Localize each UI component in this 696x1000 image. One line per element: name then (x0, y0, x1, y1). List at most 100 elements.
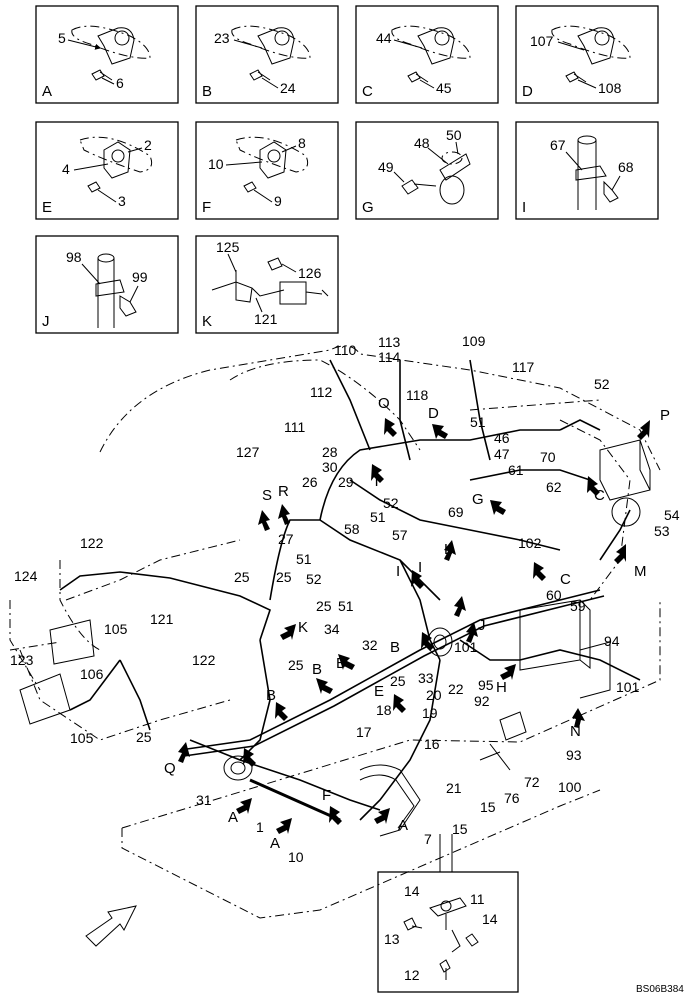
callout-3: 3 (118, 193, 126, 209)
arrow-letter-g: G (472, 491, 484, 508)
arrow-letter-b: B (266, 687, 276, 704)
callout-122: 122 (192, 652, 216, 668)
callout-31: 31 (196, 792, 212, 808)
callout-100: 100 (558, 779, 582, 795)
callout-46: 46 (494, 430, 510, 446)
detail-view-i: 67 68 I (515, 121, 659, 220)
callout-19: 19 (422, 705, 438, 721)
callout-94: 94 (604, 633, 620, 649)
callout-67: 67 (550, 137, 566, 153)
callout-117: 117 (512, 359, 535, 375)
callout-121: 121 (150, 611, 174, 627)
callout-68: 68 (618, 159, 634, 175)
callout-111: 111 (284, 419, 305, 435)
view-label-j: J (42, 313, 50, 330)
callout-99: 99 (132, 269, 148, 285)
arrow-letter-a: A (228, 809, 238, 826)
callout-52: 52 (594, 376, 610, 392)
callout-51: 51 (370, 509, 386, 525)
callout-30: 30 (322, 459, 338, 475)
callout-95: 95 (478, 677, 494, 693)
arrow-letter-b: B (312, 661, 322, 678)
callout-109: 109 (462, 333, 486, 349)
arrow-letter-t: T (372, 473, 381, 490)
arrow-letter-r: R (278, 483, 289, 500)
callout-47: 47 (494, 446, 510, 462)
callout-14: 14 (404, 883, 420, 899)
view-label-d: D (522, 83, 533, 100)
callout-52: 52 (306, 571, 322, 587)
arrow-letter-o: O (378, 395, 390, 412)
arrow-letter-j: J (478, 617, 486, 634)
callout-70: 70 (540, 449, 556, 465)
callout-1: 1 (256, 819, 264, 835)
callout-8: 8 (298, 135, 306, 151)
arrow-letter-k: K (298, 619, 308, 636)
callout-49: 49 (378, 159, 394, 175)
arrow-letter-c: C (594, 487, 605, 504)
view-label-k: K (202, 313, 212, 330)
arrow-letter-a: A (270, 835, 280, 852)
callout-32: 32 (362, 637, 378, 653)
wire-harness-main (59, 359, 641, 821)
callout-72: 72 (524, 774, 540, 790)
callout-11: 11 (470, 891, 485, 907)
arrow-letter-s: S (262, 487, 272, 504)
callout-17: 17 (356, 724, 372, 740)
callout-57: 57 (392, 527, 408, 543)
detail-view-f: 8 10 9 F (195, 121, 339, 220)
arrow-letter-n: N (570, 723, 581, 740)
callout-92: 92 (474, 693, 490, 709)
callout-10: 10 (208, 156, 224, 172)
view-label-f: F (202, 199, 211, 216)
callout-62: 62 (546, 479, 562, 495)
component-box-right-top (599, 439, 651, 527)
component-sensor-right (479, 711, 527, 771)
callout-25: 25 (276, 569, 292, 585)
arrow-letter-d: D (428, 405, 439, 422)
arrow-letter-i: I (418, 559, 422, 576)
callout-25: 25 (136, 729, 152, 745)
callout-125: 125 (216, 239, 240, 255)
callout-58: 58 (344, 521, 360, 537)
callout-14: 14 (482, 911, 498, 927)
detail-view-j: 98 99 J (35, 235, 179, 334)
callout-101: 101 (616, 679, 640, 695)
callout-53: 53 (654, 523, 670, 539)
callout-51: 51 (338, 598, 354, 614)
callout-12: 12 (404, 967, 420, 983)
callout-5: 5 (58, 30, 66, 46)
direction-arrow-icon (85, 905, 137, 947)
arrow-letter-i: I (396, 563, 400, 580)
callout-108: 108 (598, 80, 622, 96)
callout-25: 25 (316, 598, 332, 614)
callout-27: 27 (278, 531, 294, 547)
callout-9: 9 (274, 193, 282, 209)
callout-122: 122 (80, 535, 104, 551)
callout-48: 48 (414, 135, 430, 151)
callout-13: 13 (384, 931, 400, 947)
callout-76: 76 (504, 790, 520, 806)
callout-21: 21 (446, 780, 462, 796)
detail-view-e: 2 4 3 E (35, 121, 179, 220)
detail-view-g: 48 50 49 G (355, 121, 499, 220)
callout-127: 127 (236, 444, 260, 460)
detail-view-a: 5 6 A (35, 5, 179, 104)
detail-view-d: 107 108 D (515, 5, 659, 104)
callout-7: 7 (424, 831, 432, 847)
callout-93: 93 (566, 747, 582, 763)
callout-51: 51 (470, 414, 486, 430)
callout-26: 26 (302, 474, 318, 490)
callout-6: 6 (116, 75, 124, 91)
callout-15: 15 (452, 821, 468, 837)
callout-112: 112 (310, 384, 333, 400)
callout-16: 16 (424, 736, 440, 752)
arrow-letter-b: B (336, 655, 346, 672)
callout-25: 25 (390, 673, 406, 689)
callout-60: 60 (546, 587, 562, 603)
callout-34: 34 (324, 621, 340, 637)
callout-51: 51 (296, 551, 312, 567)
callout-23: 23 (214, 30, 230, 46)
arrow-letter-q: Q (164, 760, 176, 777)
